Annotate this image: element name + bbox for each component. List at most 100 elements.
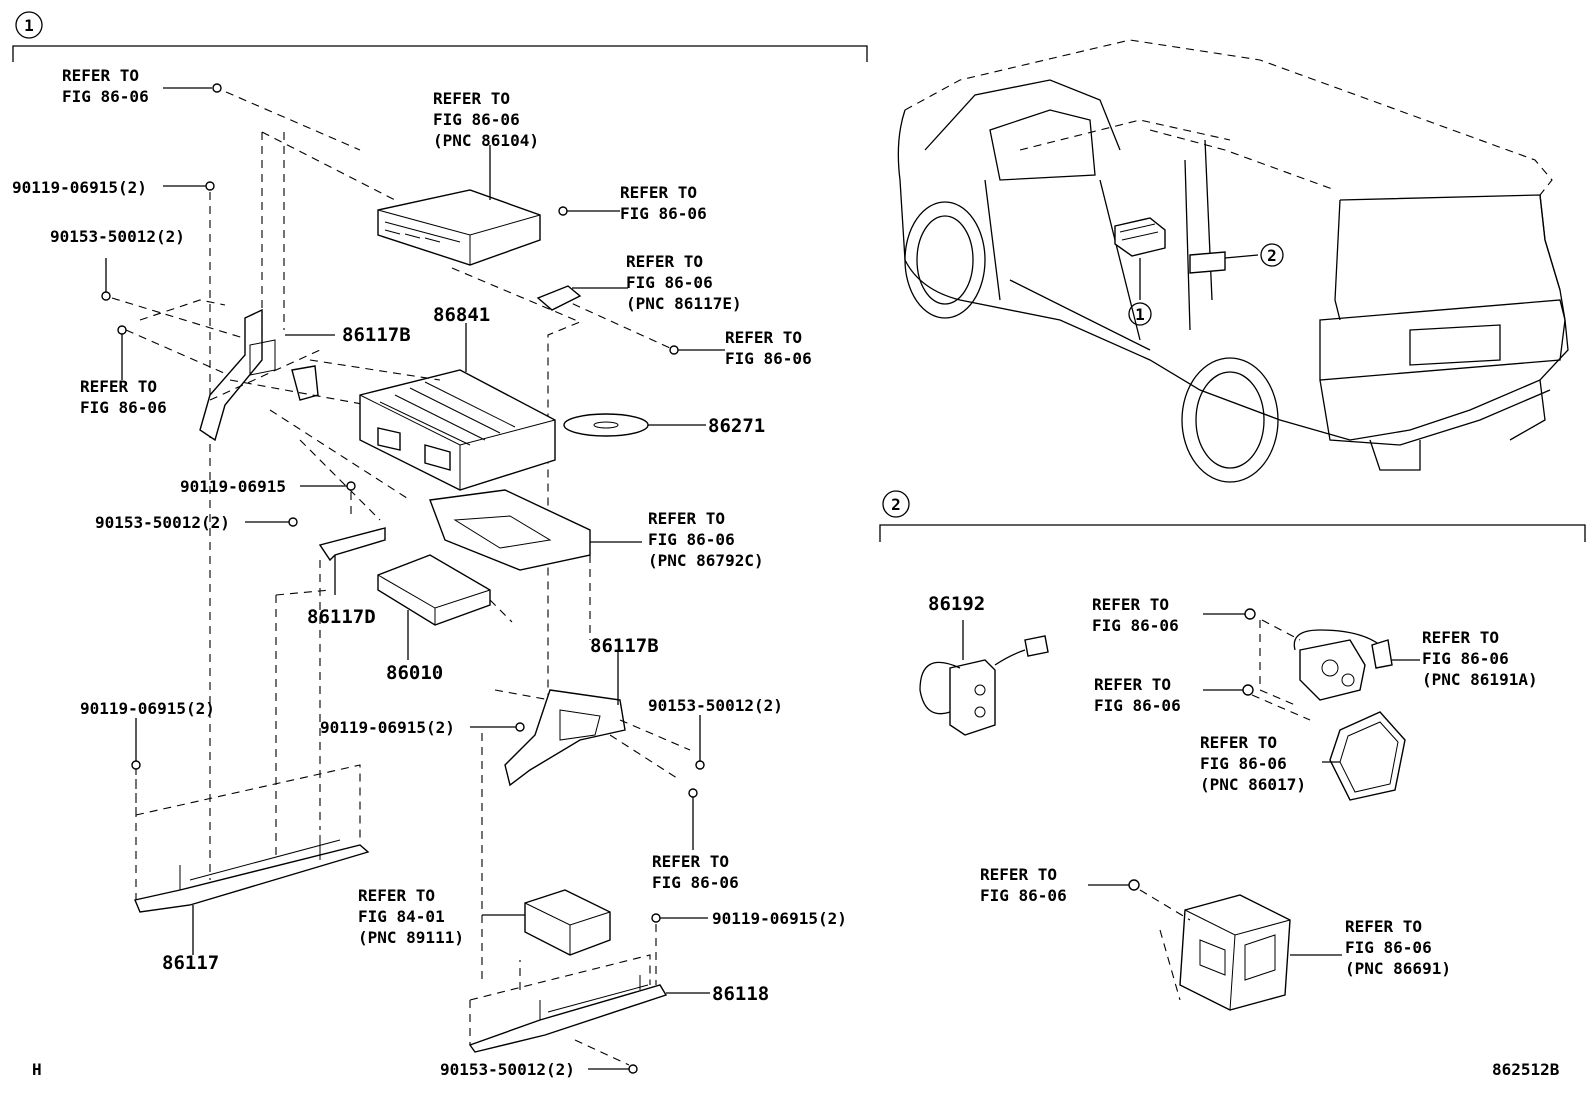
screw-icon [558, 206, 620, 216]
refer-label: FIG 86-06 [980, 886, 1067, 905]
refer-label: FIG 84-01 [358, 907, 445, 926]
part-number-label: 90153-50012(2) [50, 227, 185, 246]
refer-label: REFER TO [1422, 628, 1499, 647]
refer-label: REFER TO [80, 377, 157, 396]
refer-label: (PNC 89111) [358, 928, 464, 947]
refer-label: REFER TO [652, 852, 729, 871]
refer-label: FIG 86-06 [1345, 938, 1432, 957]
refer-label: REFER TO [1200, 733, 1277, 752]
screw-icon [1203, 608, 1256, 620]
section-2-marker: 2 [882, 490, 910, 518]
refer-label: FIG 86-06 [1200, 754, 1287, 773]
refer-label: (PNC 86017) [1200, 775, 1306, 794]
refer-label: FIG 86-06 [1422, 649, 1509, 668]
refer-label: REFER TO [648, 509, 725, 528]
bracket-86117d [275, 527, 386, 860]
part-number-label: 86117D [307, 606, 376, 628]
ecu-86104 [377, 145, 541, 266]
refer-label: REFER TO [725, 328, 802, 347]
screw-icon [470, 722, 525, 980]
vehicle-illustration [897, 39, 1569, 483]
refer-label: REFER TO [62, 66, 139, 85]
screw-icon [163, 83, 222, 93]
lens-86017 [1322, 711, 1406, 801]
part-number-label: 86117B [590, 635, 659, 657]
refer-label: FIG 86-06 [725, 349, 812, 368]
part-number-label: 90119-06915(2) [80, 699, 215, 718]
screw-icon [669, 345, 725, 355]
refer-label: REFER TO [620, 183, 697, 202]
screw-icon [101, 258, 111, 301]
refer-label: REFER TO [358, 886, 435, 905]
refer-label: (PNC 86691) [1345, 959, 1451, 978]
svg-text:2: 2 [1267, 246, 1277, 265]
screw-icon [117, 325, 127, 380]
vehicle-marker-1: 1 [1128, 302, 1152, 326]
ecu-86841 [269, 323, 556, 521]
refer-label: (PNC 86792C) [648, 551, 764, 570]
part-number-label: 86192 [928, 593, 985, 615]
corner-code-left: H [32, 1060, 42, 1079]
light-assembly-86191a [1259, 619, 1420, 706]
section-1-marker: 1 [15, 11, 43, 39]
refer-label: (PNC 86191A) [1422, 670, 1538, 689]
svg-text:2: 2 [891, 495, 901, 514]
screw-icon [300, 481, 356, 520]
part-number-label: 90153-50012(2) [648, 696, 783, 715]
part-number-label: 90153-50012(2) [440, 1060, 575, 1079]
bracket-86792c [429, 489, 642, 640]
part-number-label: 86117 [162, 952, 219, 974]
svg-text:1: 1 [1135, 305, 1145, 324]
part-number-label: 86117B [342, 324, 411, 346]
refer-label: FIG 86-06 [433, 110, 520, 129]
drawing-number: 862512B [1492, 1060, 1560, 1079]
module-86010 [377, 554, 513, 660]
switch-86192 [919, 620, 1049, 736]
refer-label: FIG 86-06 [620, 204, 707, 223]
refer-label: REFER TO [980, 865, 1057, 884]
svg-text:1: 1 [24, 16, 34, 35]
screw-icon [163, 181, 215, 880]
part-number-label: 90119-06915(2) [12, 178, 147, 197]
refer-label: FIG 86-06 [1094, 696, 1181, 715]
screw-icon [688, 788, 698, 850]
refer-label: REFER TO [626, 252, 703, 271]
bracket-86118 [468, 954, 710, 1053]
refer-label: FIG 86-06 [652, 873, 739, 892]
refer-label: REFER TO [1092, 595, 1169, 614]
refer-label: (PNC 86104) [433, 131, 539, 150]
refer-label: FIG 86-06 [626, 273, 713, 292]
module-89111 [482, 889, 611, 956]
disc-86271 [563, 413, 706, 437]
refer-label: REFER TO [433, 89, 510, 108]
refer-label: REFER TO [1094, 675, 1171, 694]
part-number-label: 86841 [433, 304, 490, 326]
screw-icon [695, 715, 705, 770]
part-number-label: 86010 [386, 662, 443, 684]
bracket-86117b-left [199, 308, 561, 442]
screw-icon [131, 718, 141, 770]
part-number-label: 90119-06915(2) [320, 718, 455, 737]
section-2-bracket [879, 524, 1586, 542]
part-number-label: 90119-06915(2) [712, 909, 847, 928]
part-number-label: 90119-06915 [180, 477, 286, 496]
vehicle-marker-2: 2 [1260, 243, 1284, 267]
bracket-86117e [536, 285, 628, 311]
part-number-label: 90153-50012(2) [95, 513, 230, 532]
screw-icon [245, 517, 298, 527]
screw-icon [1088, 879, 1140, 891]
refer-label: REFER TO [1345, 917, 1422, 936]
bracket-86117b-right [494, 650, 691, 787]
part-number-label: 86271 [708, 415, 765, 437]
refer-label: FIG 86-06 [648, 530, 735, 549]
refer-label: FIG 86-06 [1092, 616, 1179, 635]
screw-icon [1203, 684, 1311, 721]
section-1-bracket [12, 45, 868, 62]
refer-label: FIG 86-06 [62, 87, 149, 106]
refer-label: FIG 86-06 [80, 398, 167, 417]
screw-icon [651, 913, 708, 985]
bracket-86691 [1139, 889, 1342, 1011]
bracket-86117 [134, 764, 370, 955]
